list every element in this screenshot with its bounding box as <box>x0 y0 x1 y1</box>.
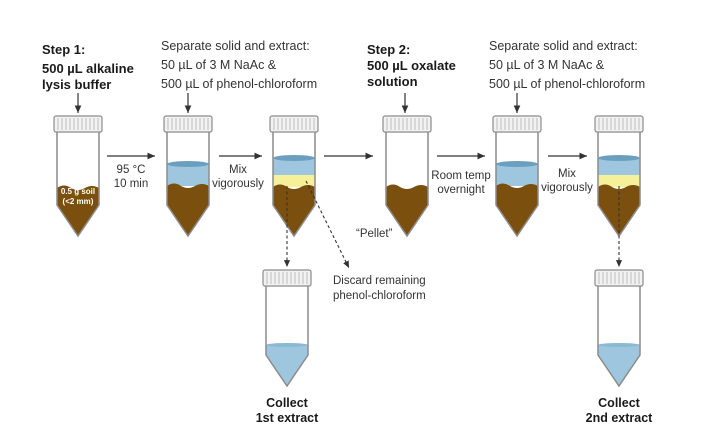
tube-2-outline <box>166 132 210 238</box>
collect-2-label-line2: 2nd extract <box>585 411 653 425</box>
tube-1-soil: 0.5 g soil (<2 mm) <box>53 115 103 238</box>
tube-3-outline <box>272 132 316 238</box>
heat-duration: 10 min <box>113 178 149 190</box>
tube-3-cap-ridges <box>273 118 315 130</box>
tube-3-mixed <box>269 115 319 238</box>
tube-2-extraction <box>163 115 213 238</box>
mix-2-label-line1: Mix <box>558 168 576 180</box>
collect-tube-1-liquid <box>266 345 308 386</box>
collect-2-label-line1: Collect <box>598 396 640 410</box>
mix-1-label-line1: Mix <box>229 164 247 176</box>
discard-label-line2: phenol-chloroform <box>333 290 426 302</box>
collect-1-label-line1: Collect <box>266 396 308 410</box>
tube-4-pellet <box>382 115 432 238</box>
tube-6-cap-ridges <box>598 118 640 130</box>
tube-3-soil-fill <box>273 184 315 236</box>
incubate-label-line1: Room temp <box>431 170 491 182</box>
extract-1-line3: 500 µL of phenol-chloroform <box>161 77 318 91</box>
tube-1-outline <box>56 132 100 238</box>
tube-6-aqueous-layer <box>598 158 640 175</box>
soil-label-line2: (<2 mm) <box>63 197 94 206</box>
incubate-label-line2: overnight <box>437 184 485 196</box>
reagent-arrows <box>74 93 521 113</box>
tube-5-outline <box>495 132 539 238</box>
collect-tube-2-liquid <box>598 345 640 386</box>
collect-tube-2-cap-ridges <box>598 272 640 284</box>
tube-3-aqueous-layer <box>273 158 315 175</box>
collect-tube-2-outline <box>597 286 641 388</box>
tube-4-cap-ridges <box>386 118 428 130</box>
tube-2-soil-fill <box>167 183 209 236</box>
tube-4-outline <box>385 132 429 238</box>
tube-5-soil-fill <box>496 183 538 236</box>
collect-tube-1-outline <box>265 286 309 388</box>
step-2-reagent-line1: 500 µL oxalate <box>367 58 456 73</box>
mix-1-label-line2: vigorously <box>212 178 264 190</box>
soil-label-line1: 0.5 g soil <box>61 187 95 196</box>
step-1-title: Step 1: <box>42 42 86 57</box>
tube-3-meniscus <box>273 155 315 161</box>
step-2-title: Step 2: <box>367 42 411 57</box>
step-1-reagent-line1: 500 µL alkaline <box>42 61 134 76</box>
tube-6-meniscus <box>598 155 640 161</box>
tube-5-extraction <box>492 115 542 238</box>
tube-1-soil-fill <box>57 185 99 236</box>
extract-2-line3: 500 µL of phenol-chloroform <box>489 77 646 91</box>
tube-5-cap-ridges <box>496 118 538 130</box>
tube-4-soil-fill <box>386 184 428 236</box>
extract-2-line2: 50 µL of 3 M NaAc & <box>489 58 605 72</box>
tube-2-aqueous-layer <box>167 164 209 186</box>
collect-1-label-line2: 1st extract <box>255 411 319 425</box>
extract-2-line1: Separate solid and extract: <box>489 39 638 53</box>
collect-tube-2 <box>594 269 644 388</box>
pellet-label: “Pellet” <box>356 228 393 240</box>
tube-2-meniscus <box>167 161 209 167</box>
discard-label-line1: Discard remaining <box>333 275 426 287</box>
tube-5-meniscus <box>496 161 538 167</box>
heat-temperature: 95 °C <box>116 164 146 176</box>
extract-1-line1: Separate solid and extract: <box>161 39 310 53</box>
collect-tube-2-meniscus <box>598 343 640 347</box>
transfer-arrows <box>283 180 623 269</box>
step-1-reagent-line2: lysis buffer <box>42 77 112 92</box>
tube-2-cap-ridges <box>167 118 209 130</box>
tube-5-aqueous-layer <box>496 164 538 186</box>
collect-tube-1 <box>262 269 312 388</box>
tube-1-cap-ridges <box>57 118 99 130</box>
tube-6-phenol-layer <box>598 175 640 187</box>
tube-6-mixed <box>594 115 644 238</box>
collect-tube-1-cap-ridges <box>266 272 308 284</box>
collect-tube-1-meniscus <box>266 343 308 347</box>
extract-1-line2: 50 µL of 3 M NaAc & <box>161 58 277 72</box>
mix-2-label-line2: vigorously <box>541 182 593 194</box>
tube-3-phenol-layer <box>273 175 315 187</box>
step-2-reagent-line2: solution <box>367 74 418 89</box>
